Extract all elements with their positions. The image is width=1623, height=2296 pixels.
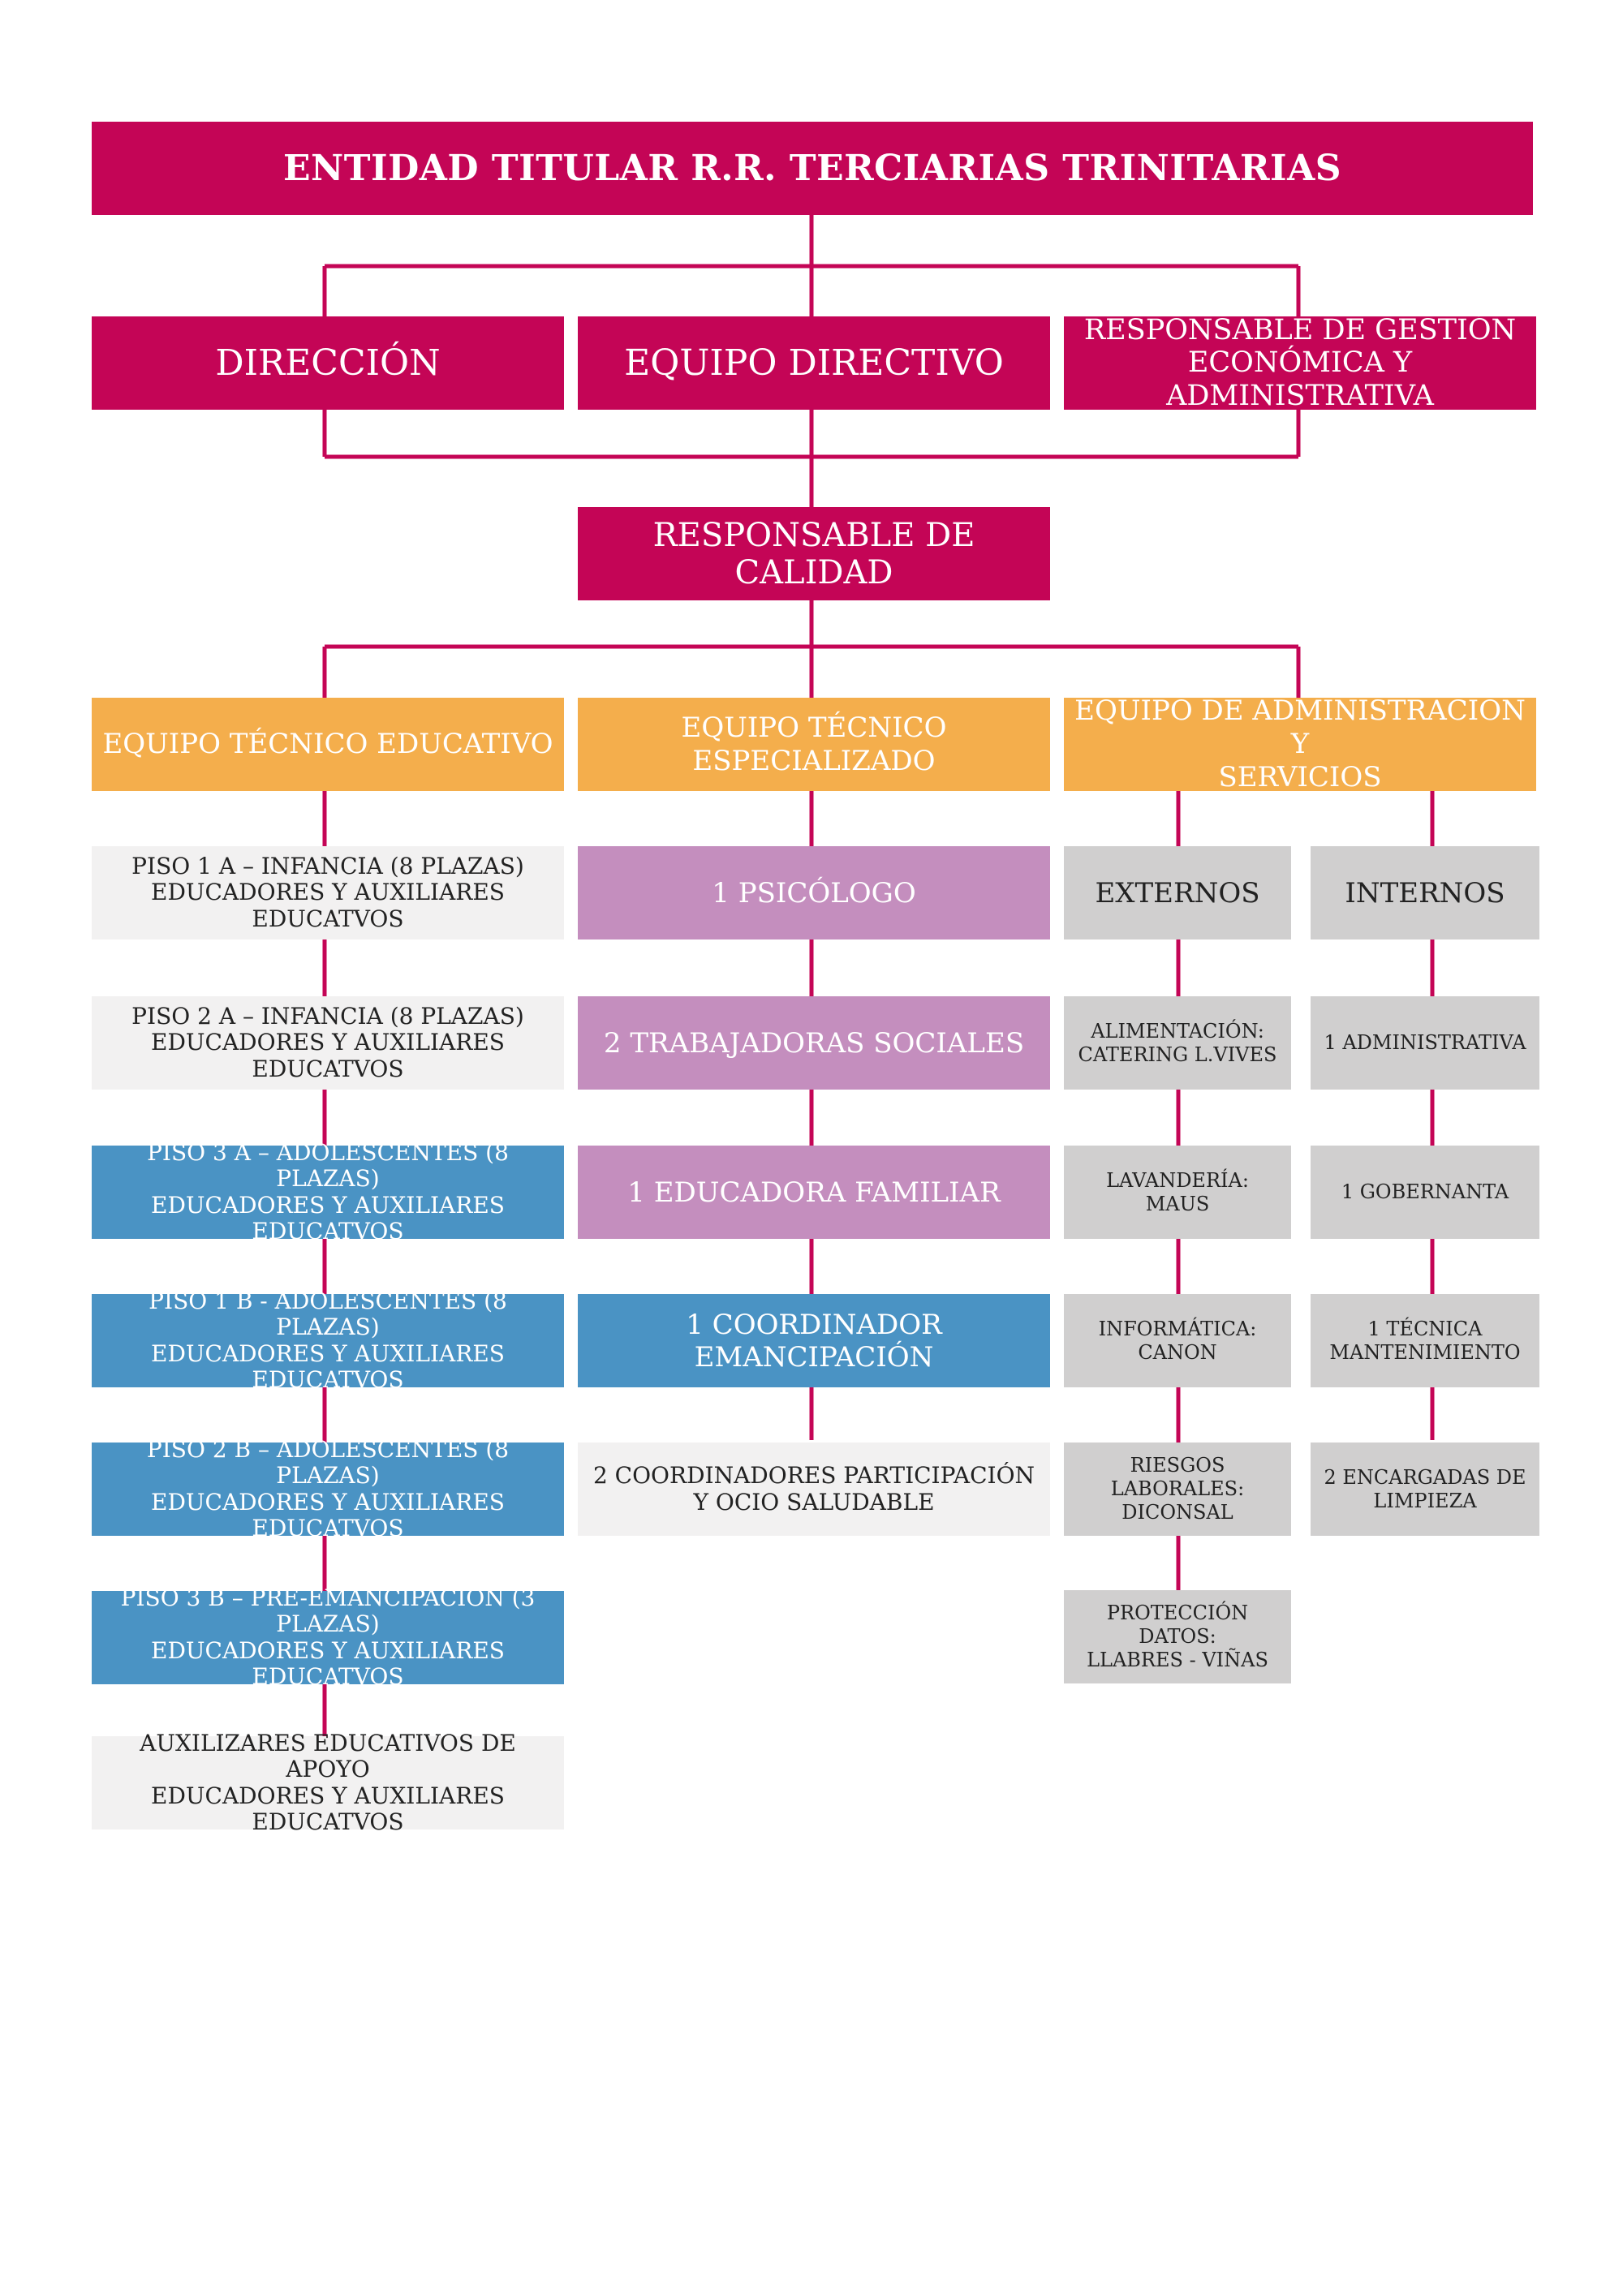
gestion-label-line-1: RESPONSABLE DE GESTIÓN	[1083, 314, 1517, 347]
calidad-label: RESPONSABLE DE CALIDAD	[652, 516, 975, 591]
externos-item-line-2: CATERING L.VIVES	[1078, 1043, 1277, 1066]
externos-title: EXTERNOS	[1095, 876, 1260, 909]
especializado-item-psicologo: 1 PSICÓLOGO	[578, 846, 1050, 939]
calidad-box: RESPONSABLE DE CALIDAD	[578, 507, 1050, 600]
educativo-item-line-2: EDUCADORES Y AUXILIARES EDUCATVOS	[151, 1339, 505, 1393]
internos-header: INTERNOS	[1311, 846, 1539, 939]
team-educativo-box: EQUIPO TÉCNICO EDUCATIVO	[92, 698, 564, 791]
equipo-directivo-label: EQUIPO DIRECTIVO	[624, 342, 1004, 384]
educativo-item-line-2: EDUCADORES Y AUXILIARES EDUCATVOS	[151, 1191, 505, 1245]
internos-item-tecnica-mantenimiento: 1 TÉCNICA MANTENIMIENTO	[1311, 1294, 1539, 1387]
educativo-item-piso-2b: PISO 2 B – ADOLESCENTES (8 PLAZAS) EDUCA…	[92, 1436, 564, 1541]
educativo-item-piso-1b: PISO 1 B - ADOLESCENTES (8 PLAZAS) EDUCA…	[92, 1288, 564, 1392]
externos-item-line-1: RIESGOS LABORALES:	[1110, 1454, 1245, 1501]
internos-title: INTERNOS	[1345, 876, 1505, 909]
entity-title: ENTIDAD TITULAR R.R. TERCIARIAS TRINITAR…	[282, 148, 1342, 189]
internos-item-line-1: 1 TÉCNICA	[1367, 1317, 1483, 1340]
educativo-item-line-1: PISO 3 A – ADOLESCENTES (8 PLAZAS)	[147, 1139, 509, 1193]
educativo-item-piso-2a: PISO 2 A – INFANCIA (8 PLAZAS) EDUCADORE…	[92, 996, 564, 1090]
educativo-item-line-1: AUXILIZARES EDUCATIVOS DE APOYO	[140, 1730, 516, 1783]
internos-item-limpieza: 2 ENCARGADAS DE LIMPIEZA	[1311, 1443, 1539, 1536]
direccion-box: DIRECCIÓN	[92, 316, 564, 410]
especializado-item-label: 1 COORDINADOR EMANCIPACIÓN	[686, 1308, 942, 1374]
educativo-item-line-2: EDUCADORES Y AUXILIARES EDUCATVOS	[151, 1782, 505, 1835]
internos-item-line-1: 2 ENCARGADAS DE	[1324, 1465, 1526, 1489]
team-administracion-label-line-2: SERVICIOS	[1218, 760, 1382, 793]
educativo-item-line-2: EDUCADORES Y AUXILIARES EDUCATVOS	[151, 1029, 505, 1082]
educativo-item-line-1: PISO 3 B – PRE-EMANCIPACIÓN (3 PLAZAS)	[120, 1584, 536, 1638]
gestion-box: RESPONSABLE DE GESTIÓN ECONÓMICA Y ADMIN…	[1064, 314, 1536, 412]
team-especializado-box: EQUIPO TÉCNICO ESPECIALIZADO	[578, 698, 1050, 791]
especializado-item-coordinador-emancipacion: 1 COORDINADOR EMANCIPACIÓN	[578, 1294, 1050, 1387]
educativo-item-line-1: PISO 2 B – ADOLESCENTES (8 PLAZAS)	[146, 1436, 510, 1490]
gestion-label-line-2: ECONÓMICA Y ADMINISTRATIVA	[1166, 346, 1434, 412]
educativo-item-line-1: PISO 1 B - ADOLESCENTES (8 PLAZAS)	[149, 1288, 507, 1341]
equipo-directivo-box: EQUIPO DIRECTIVO	[578, 316, 1050, 410]
especializado-item-line-2: Y OCIO SALUDABLE	[693, 1488, 935, 1516]
externos-item-line-1: PROTECCIÓN DATOS:	[1106, 1602, 1249, 1649]
especializado-item-trabajadoras-sociales: 2 TRABAJADORAS SOCIALES	[578, 996, 1050, 1090]
internos-item-line-2: MANTENIMIENTO	[1329, 1340, 1521, 1364]
team-administracion-box: EQUIPO DE ADMINISTRACIÓN Y SERVICIOS	[1064, 694, 1536, 793]
internos-item-label: 1 ADMINISTRATIVA	[1324, 1031, 1526, 1055]
educativo-item-piso-3b: PISO 3 B – PRE-EMANCIPACIÓN (3 PLAZAS) E…	[92, 1584, 564, 1689]
team-administracion-label-line-1: EQUIPO DE ADMINISTRACIÓN Y	[1074, 694, 1526, 761]
externos-item-line-1: ALIMENTACIÓN:	[1091, 1019, 1264, 1043]
direccion-label: DIRECCIÓN	[215, 342, 441, 384]
educativo-item-line-1: PISO 2 A – INFANCIA (8 PLAZAS)	[131, 1003, 524, 1030]
externos-item-alimentacion: ALIMENTACIÓN: CATERING L.VIVES	[1064, 996, 1291, 1090]
educativo-item-piso-1a: PISO 1 A – INFANCIA (8 PLAZAS) EDUCADORE…	[92, 846, 564, 939]
especializado-item-label: 1 EDUCADORA FAMILIAR	[627, 1176, 1001, 1209]
especializado-item-label: 2 TRABAJADORAS SOCIALES	[603, 1026, 1025, 1060]
educativo-item-apoyo: AUXILIZARES EDUCATIVOS DE APOYO EDUCADOR…	[92, 1730, 564, 1834]
externos-item-lavanderia: LAVANDERÍA: MAUS	[1064, 1146, 1291, 1239]
externos-header: EXTERNOS	[1064, 846, 1291, 939]
educativo-item-line-2: EDUCADORES Y AUXILIARES EDUCATVOS	[151, 1636, 505, 1690]
externos-item-line-2: DICONSAL	[1121, 1500, 1233, 1524]
externos-item-label: INFORMÁTICA: CANON	[1098, 1317, 1257, 1364]
externos-item-label: LAVANDERÍA: MAUS	[1106, 1168, 1249, 1215]
team-especializado-label: EQUIPO TÉCNICO ESPECIALIZADO	[681, 711, 947, 777]
team-educativo-label: EQUIPO TÉCNICO EDUCATIVO	[102, 728, 553, 761]
educativo-item-piso-3a: PISO 3 A – ADOLESCENTES (8 PLAZAS) EDUCA…	[92, 1139, 564, 1244]
especializado-item-coordinadores-participacion: 2 COORDINADORES PARTICIPACIÓN Y OCIO SAL…	[578, 1443, 1050, 1536]
externos-item-riesgos-laborales: RIESGOS LABORALES: DICONSAL	[1064, 1443, 1291, 1536]
especializado-item-line-1: 2 COORDINADORES PARTICIPACIÓN	[592, 1462, 1035, 1490]
externos-item-informatica: INFORMÁTICA: CANON	[1064, 1294, 1291, 1387]
educativo-item-line-2: EDUCADORES Y AUXILIARES EDUCATVOS	[151, 1488, 505, 1541]
internos-item-line-2: LIMPIEZA	[1373, 1489, 1477, 1512]
especializado-item-label: 1 PSICÓLOGO	[712, 876, 916, 909]
internos-item-label: 1 GOBERNANTA	[1341, 1180, 1509, 1204]
especializado-item-educadora-familiar: 1 EDUCADORA FAMILIAR	[578, 1146, 1050, 1239]
educativo-item-line-1: PISO 1 A – INFANCIA (8 PLAZAS)	[131, 853, 524, 880]
educativo-item-line-2: EDUCADORES Y AUXILIARES EDUCATVOS	[151, 879, 505, 932]
externos-item-proteccion-datos: PROTECCIÓN DATOS: LLABRES - VIÑAS	[1064, 1590, 1291, 1683]
internos-item-gobernanta: 1 GOBERNANTA	[1311, 1146, 1539, 1239]
externos-item-line-2: LLABRES - VIÑAS	[1087, 1648, 1268, 1671]
internos-item-administrativa: 1 ADMINISTRATIVA	[1311, 996, 1539, 1090]
entity-title-box: ENTIDAD TITULAR R.R. TERCIARIAS TRINITAR…	[92, 122, 1533, 215]
